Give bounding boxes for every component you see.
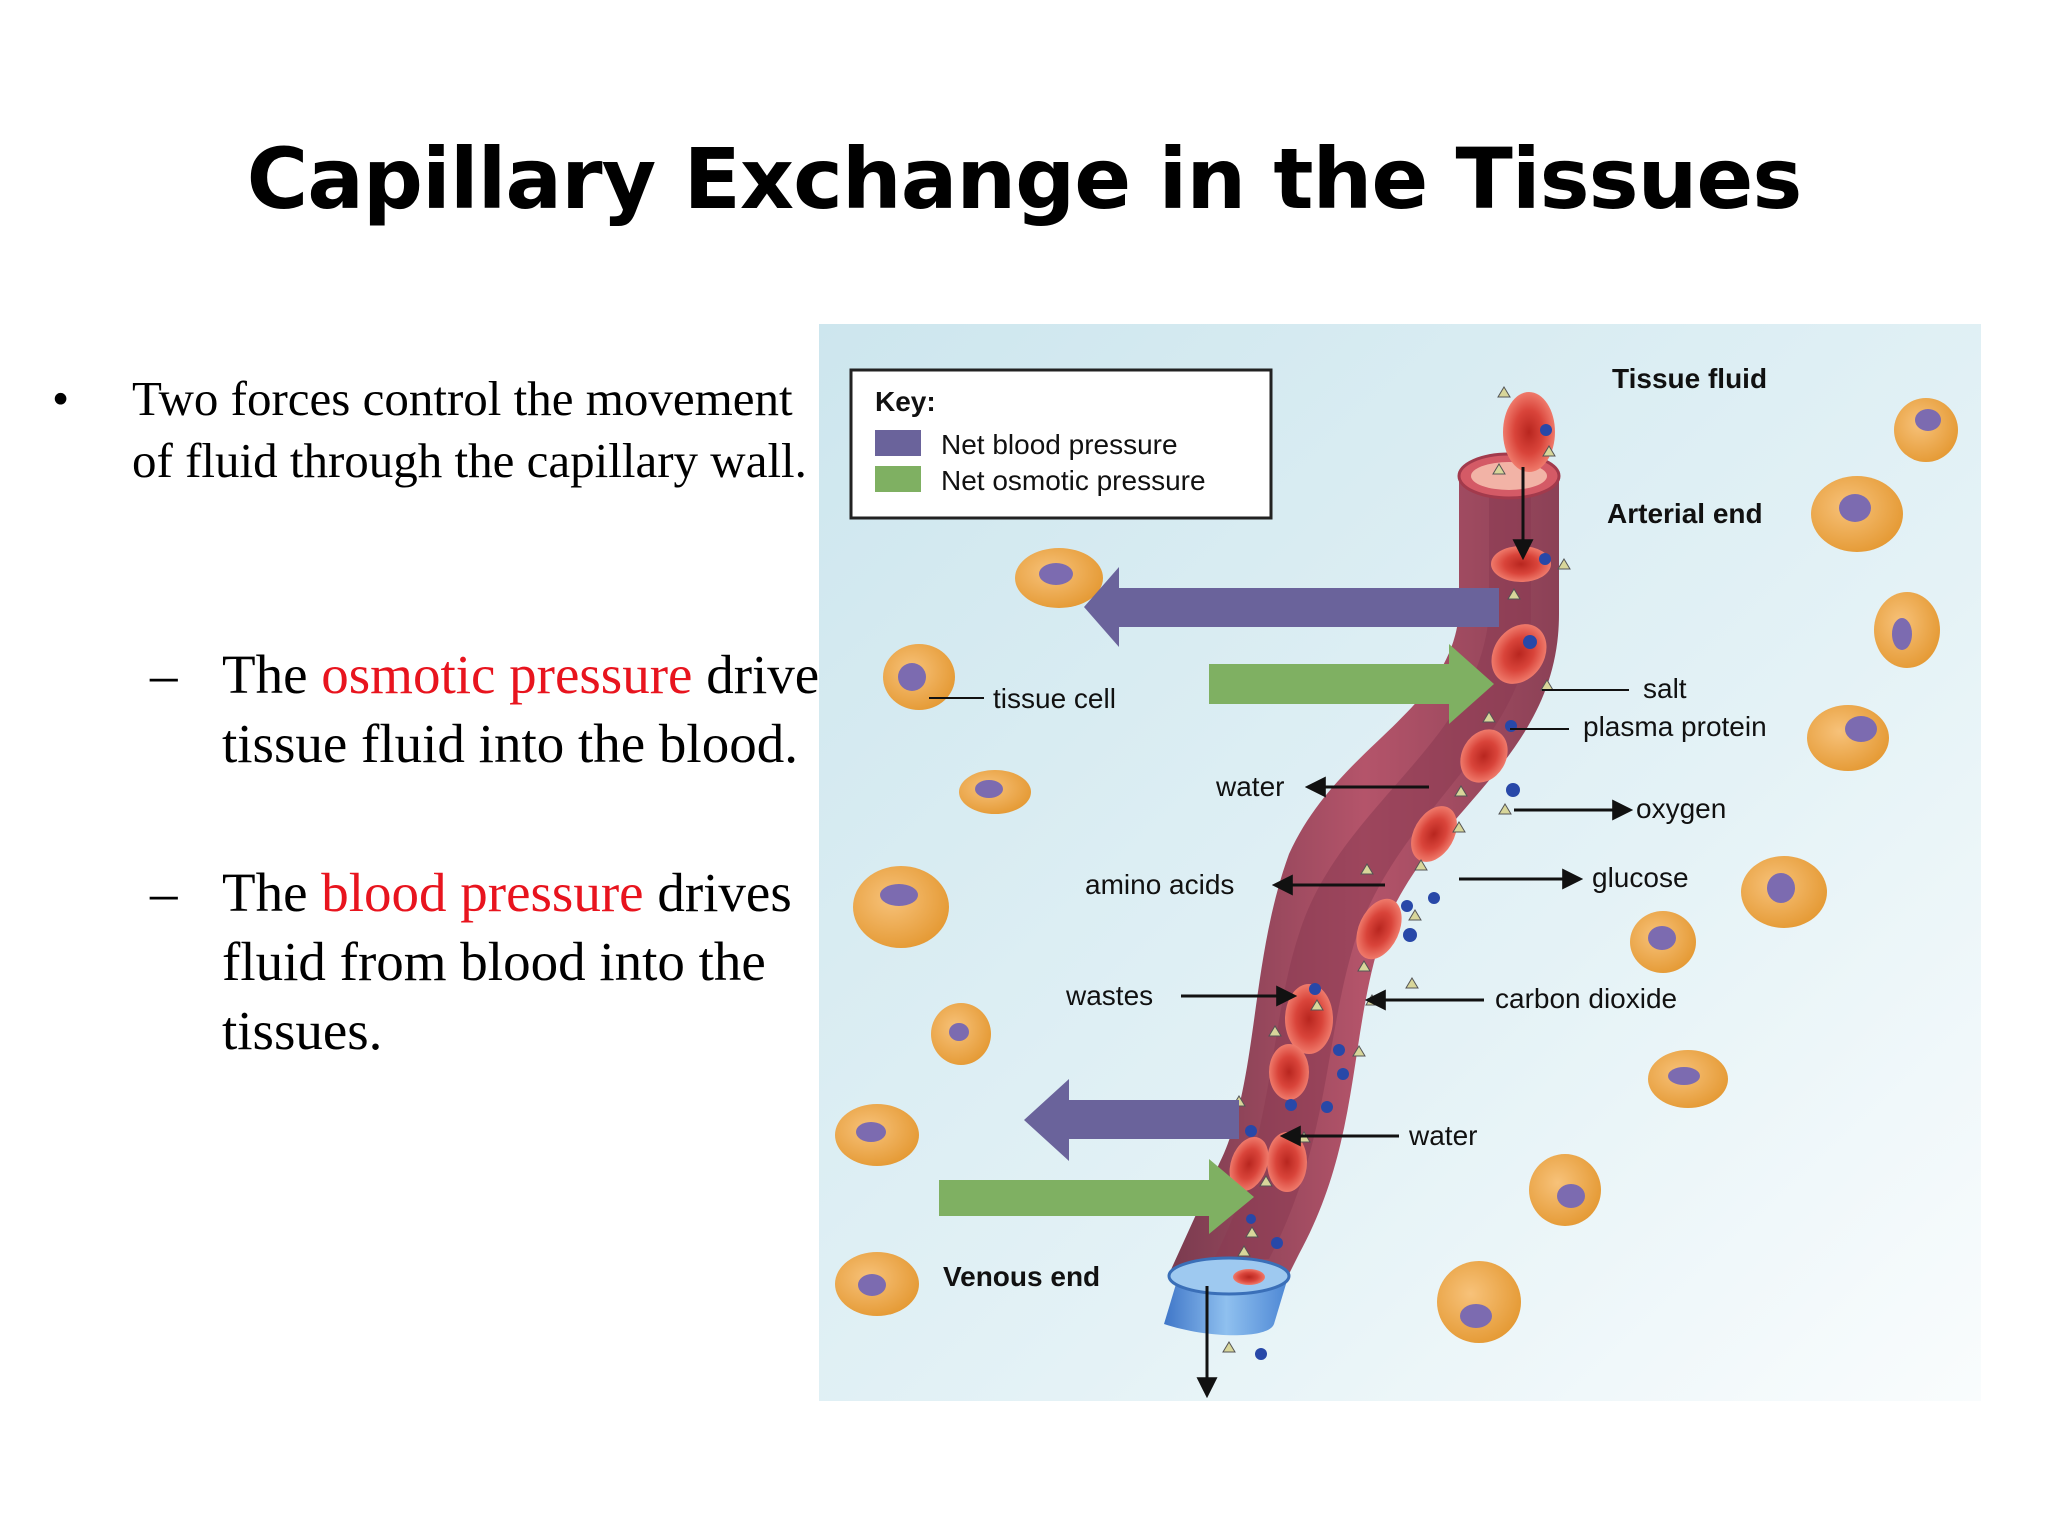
label-arterial-end: Arterial end (1607, 498, 1763, 529)
pressure-arrows (939, 567, 1499, 1234)
label-venous-end: Venous end (943, 1261, 1100, 1292)
label-wastes: wastes (1065, 980, 1153, 1011)
subbullet-pre: The (222, 862, 322, 923)
red-blood-cell-icon (1503, 392, 1555, 472)
red-blood-cell-icon (1233, 1269, 1265, 1285)
red-blood-cell-icon (1267, 1132, 1307, 1192)
label-tissue-cell: tissue cell (993, 683, 1116, 714)
bullet-text: Two forces control the movement of fluid… (132, 371, 807, 488)
key-box: Key: Net blood pressure Net osmotic pres… (849, 368, 1273, 520)
red-blood-cells (1229, 392, 1555, 1285)
highlight-osmotic-pressure: osmotic pressure (321, 644, 693, 705)
red-blood-cell-icon (1411, 806, 1457, 862)
tissue-cell-icon (1874, 592, 1940, 668)
tissue-cell-icon (1529, 1154, 1601, 1226)
label-salt: salt (1643, 673, 1687, 704)
net-blood-pressure-arrow (1084, 567, 1499, 647)
red-blood-cell-icon (1229, 1136, 1269, 1192)
tissue-cell-icon (835, 1252, 919, 1316)
label-amino-acids: amino acids (1085, 869, 1234, 900)
key-item-osmotic-pressure: Net osmotic pressure (941, 465, 1206, 496)
bullet-symbol: • (52, 371, 70, 426)
tissue-cell-icon (1015, 548, 1103, 608)
red-blood-cell-icon (1356, 898, 1402, 960)
net-osmotic-pressure-arrow (939, 1159, 1254, 1234)
key-swatch-blood-pressure (875, 430, 921, 456)
plasma-protein-icon (1245, 424, 1552, 1360)
subbullet-post: drives tissue fluid into the blood. (222, 644, 841, 774)
label-carbon-dioxide: carbon dioxide (1495, 983, 1677, 1014)
tissue-cell-icon (883, 644, 955, 710)
net-blood-pressure-arrow (1024, 1079, 1239, 1161)
slide-title: Capillary Exchange in the Tissues (246, 130, 1803, 228)
subbullet-pre: The (222, 644, 322, 705)
label-tissue-fluid: Tissue fluid (1612, 363, 1767, 394)
tissue-cell-icon (959, 770, 1031, 814)
tissue-cell-icon (1894, 398, 1958, 462)
tissue-cells (835, 398, 1958, 1343)
tissue-cell-icon (835, 1104, 919, 1166)
flow-arrows (1181, 467, 1634, 1399)
red-blood-cell-icon (1269, 1044, 1309, 1100)
tissue-cell-icon (1648, 1050, 1728, 1108)
molecules (1196, 386, 1571, 1360)
capillary-diagram: Key: Net blood pressure Net osmotic pres… (819, 324, 1981, 1401)
subbullet-post: drives fluid from blood into the tissues… (222, 862, 792, 1061)
tissue-cell-icon (853, 866, 949, 948)
label-water-bottom: water (1408, 1120, 1477, 1151)
subbullet-text: The osmotic pressure drives tissue fluid… (222, 640, 862, 778)
red-blood-cell-icon (1491, 546, 1551, 582)
key-swatch-osmotic-pressure (875, 466, 921, 492)
label-glucose: glucose (1592, 862, 1689, 893)
subbullet-text: The blood pressure drives fluid from blo… (222, 858, 862, 1065)
net-osmotic-pressure-arrow (1209, 644, 1494, 724)
label-oxygen: oxygen (1636, 793, 1726, 824)
key-title: Key: (875, 386, 936, 417)
tissue-cell-icon (1807, 705, 1889, 771)
highlight-blood-pressure: blood pressure (321, 862, 644, 923)
tissue-cell-icon (1811, 476, 1903, 552)
key-item-blood-pressure: Net blood pressure (941, 429, 1178, 460)
tissue-cell-icon (931, 1003, 991, 1065)
diagram-labels: Tissue fluid Arterial end Venous end tis… (943, 363, 1767, 1292)
leader-lines (929, 689, 1629, 730)
tissue-cell-icon (1630, 911, 1696, 973)
subbullet-dash: – (150, 644, 178, 705)
label-plasma-protein: plasma protein (1583, 711, 1767, 742)
tissue-cell-icon (1437, 1261, 1521, 1343)
red-blood-cell-icon (1460, 729, 1508, 783)
salt-icon (1196, 386, 1571, 1353)
tissue-cell-icon (1741, 856, 1827, 928)
label-water-top: water (1215, 771, 1284, 802)
subbullet-dash: – (150, 862, 178, 923)
